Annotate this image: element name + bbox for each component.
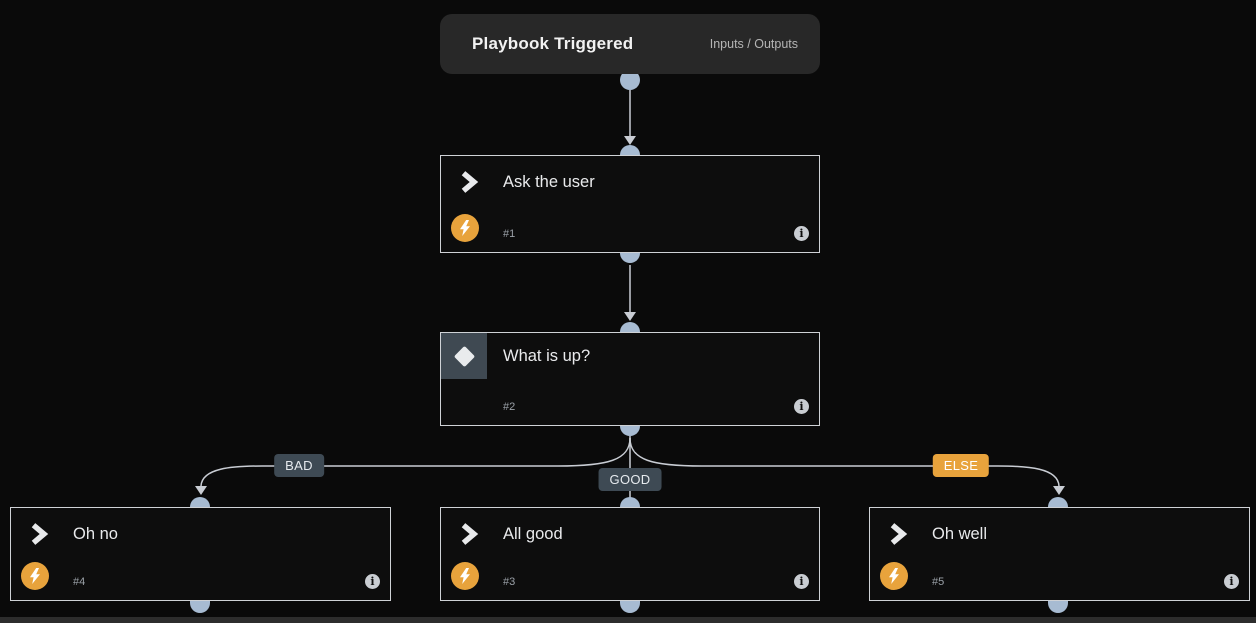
node-number: #2 bbox=[503, 401, 516, 413]
allgood-output-handle[interactable] bbox=[620, 601, 640, 613]
edge-decision-to-ohno bbox=[200, 437, 631, 487]
node-title: All good bbox=[503, 525, 563, 543]
node-title: Oh no bbox=[73, 525, 118, 543]
ask-output-handle[interactable] bbox=[620, 253, 640, 263]
decision-tile bbox=[441, 333, 487, 379]
node-ask-the-user[interactable]: Ask the user #1 i bbox=[440, 155, 820, 253]
diamond-icon bbox=[453, 345, 475, 367]
decision-input-handle[interactable] bbox=[620, 322, 640, 332]
node-number: #3 bbox=[503, 576, 516, 588]
node-oh-well[interactable]: Oh well #5 i bbox=[869, 507, 1250, 601]
info-icon[interactable]: i bbox=[794, 226, 809, 241]
playbook-trigger-block[interactable]: Playbook Triggered Inputs / Outputs bbox=[440, 14, 820, 74]
arrowhead-icon bbox=[624, 312, 636, 321]
node-oh-no[interactable]: Oh no #4 i bbox=[10, 507, 391, 601]
arrowhead-icon bbox=[624, 136, 636, 145]
node-title: What is up? bbox=[503, 347, 591, 365]
info-icon[interactable]: i bbox=[365, 574, 380, 589]
decision-output-handle[interactable] bbox=[620, 426, 640, 436]
chevron-right-icon bbox=[461, 523, 479, 545]
ohno-input-handle[interactable] bbox=[190, 497, 210, 507]
node-title: Ask the user bbox=[503, 173, 595, 191]
node-number: #1 bbox=[503, 228, 516, 240]
branch-label-good[interactable]: GOOD bbox=[598, 468, 662, 491]
canvas-bottom-strip bbox=[0, 617, 1256, 623]
branch-label-else[interactable]: ELSE bbox=[932, 454, 990, 477]
branch-label-bad[interactable]: BAD bbox=[274, 454, 324, 477]
lightning-bolt-icon bbox=[451, 562, 479, 590]
lightning-bolt-icon bbox=[880, 562, 908, 590]
ohno-output-handle[interactable] bbox=[190, 601, 210, 613]
arrowhead-icon bbox=[195, 486, 207, 495]
node-title: Oh well bbox=[932, 525, 988, 543]
arrowhead-icon bbox=[1053, 486, 1065, 495]
allgood-input-handle[interactable] bbox=[620, 497, 640, 507]
node-all-good[interactable]: All good #3 i bbox=[440, 507, 820, 601]
trigger-output-handle[interactable] bbox=[620, 70, 640, 90]
ohwell-output-handle[interactable] bbox=[1048, 601, 1068, 613]
info-icon[interactable]: i bbox=[794, 399, 809, 414]
trigger-title: Playbook Triggered bbox=[472, 34, 634, 53]
chevron-right-icon bbox=[461, 171, 479, 193]
ask-input-handle[interactable] bbox=[620, 145, 640, 155]
inputs-outputs-link[interactable]: Inputs / Outputs bbox=[709, 37, 798, 51]
edge-decision-to-ohwell bbox=[629, 437, 1060, 487]
info-icon[interactable]: i bbox=[794, 574, 809, 589]
lightning-bolt-icon bbox=[451, 214, 479, 242]
lightning-bolt-icon bbox=[21, 562, 49, 590]
node-number: #4 bbox=[73, 576, 86, 588]
node-number: #5 bbox=[932, 576, 945, 588]
chevron-right-icon bbox=[890, 523, 908, 545]
chevron-right-icon bbox=[31, 523, 49, 545]
ohwell-input-handle[interactable] bbox=[1048, 497, 1068, 507]
info-icon[interactable]: i bbox=[1224, 574, 1239, 589]
node-what-is-up-decision[interactable]: What is up? #2 i bbox=[440, 332, 820, 426]
